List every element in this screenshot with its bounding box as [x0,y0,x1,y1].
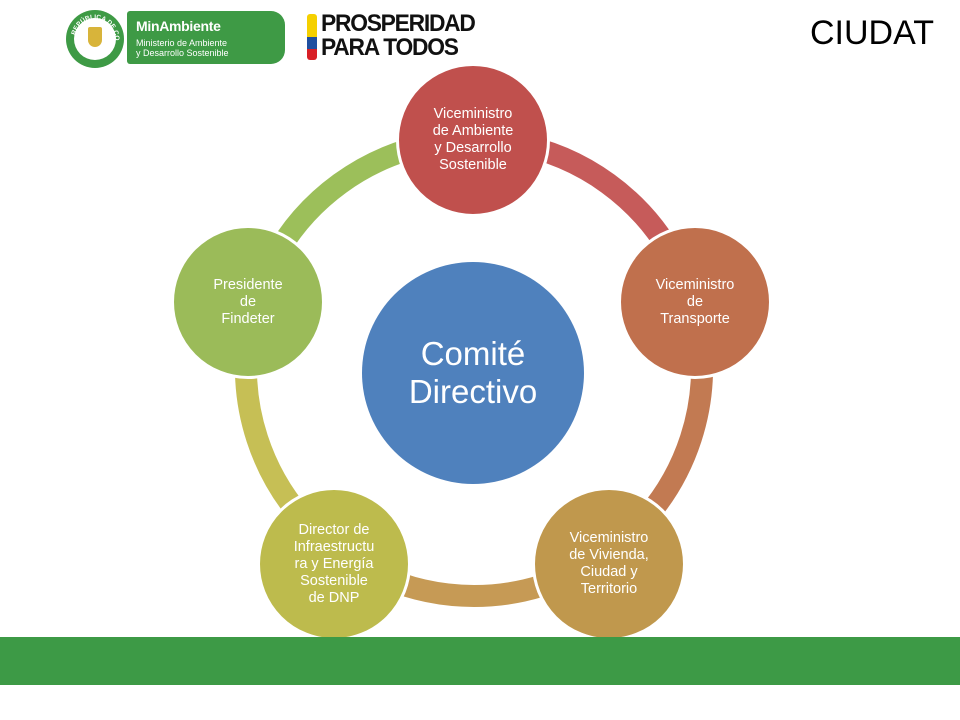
node-director-dnp: Director de Infraestructu ra y Energía S… [257,487,411,641]
seal-ring: REPÚBLICA DE COLOMBIA [66,10,120,41]
footer-band [0,637,960,685]
prosperidad-logo-line1: PROSPERIDAD [321,10,476,37]
node-viceministro-ambiente: Viceministro de Ambiente y Desarrollo So… [396,63,550,217]
flag-red [307,49,317,60]
page-title: CIUDAT [809,14,934,52]
ministry-title: MinAmbiente [136,18,221,34]
seal-center [74,18,116,60]
ministry-subtitle: Ministerio de Ambiente y Desarrollo Sost… [136,38,229,58]
flag-yellow [307,14,317,37]
node-viceministro-vivienda: Viceministro de Vivienda, Ciudad y Terri… [532,487,686,641]
flag-blue [307,37,317,49]
colombia-flag-icon [307,14,317,60]
center-node-comite: Comité Directivo [362,262,584,484]
coat-of-arms-icon [88,27,102,47]
node-viceministro-transporte: Viceministro de Transporte [618,225,772,379]
colombia-seal-icon: REPÚBLICA DE COLOMBIA [66,10,124,68]
prosperidad-logo-line2: PARA TODOS [321,34,459,61]
ministry-logo: MinAmbiente Ministerio de Ambiente y Des… [127,11,285,64]
node-presidente-findeter: Presidente de Findeter [171,225,325,379]
